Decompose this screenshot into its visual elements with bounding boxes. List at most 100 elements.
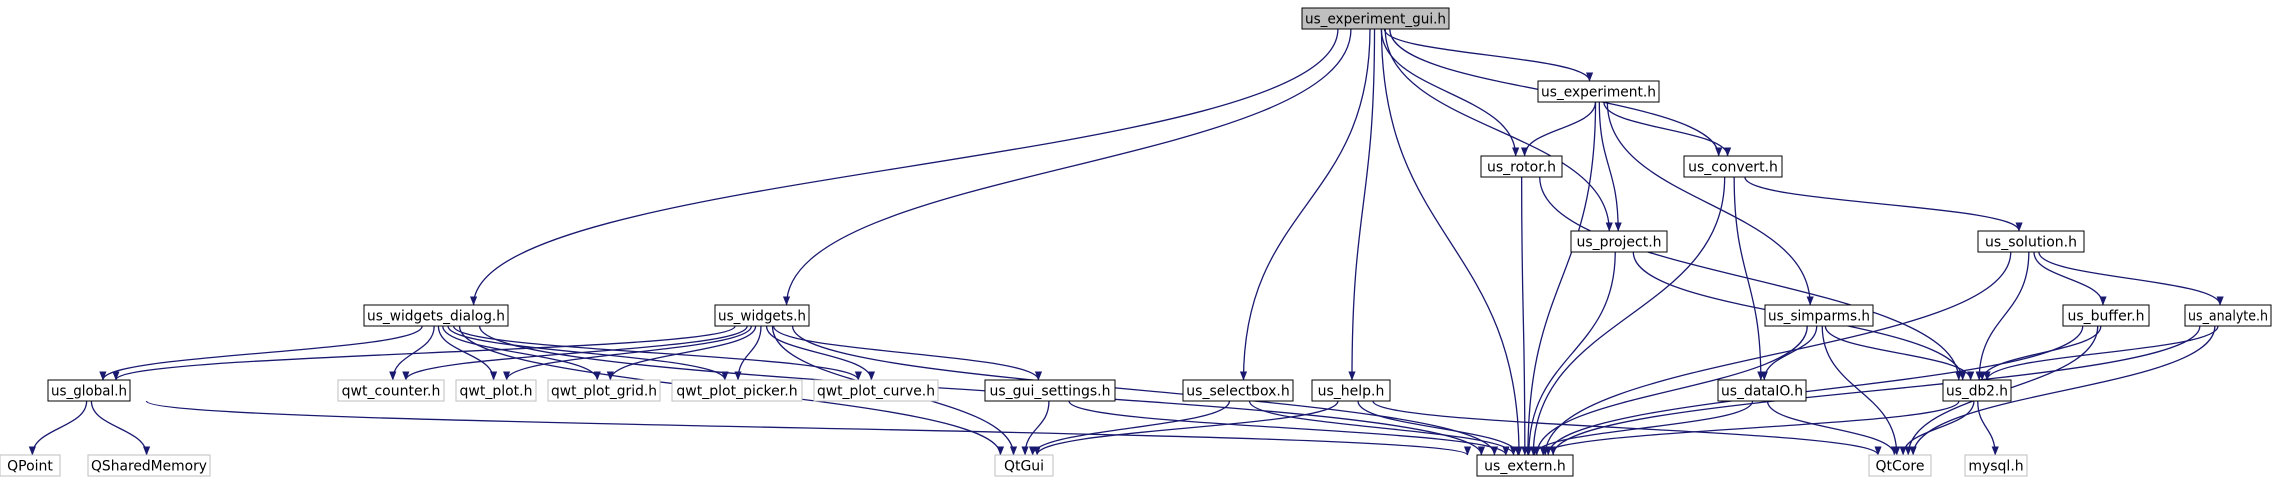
edge-us_widgets_dialog-to-qwt_plot_picker [447,325,729,381]
node-us_db2[interactable]: us_db2.h [1942,379,2012,402]
node-label-us_simparms: us_simparms.h [1768,309,1870,325]
edge-us_dataIO-to-QtCore [1766,400,1899,456]
edge-us_global-to-QPoint [28,400,88,456]
node-us_widgets[interactable]: us_widgets.h [714,304,810,327]
edge-us_rotor-to-us_extern [1520,176,1529,456]
node-box-us_solution [1977,230,2085,253]
edge-us_experiment_gui-to-us_extern [1380,28,1523,456]
node-us_experiment_gui[interactable]: us_experiment_gui.h [1301,7,1450,30]
node-us_extern[interactable]: us_extern.h [1476,454,1574,477]
edge-us_widgets-to-us_gui_settings [772,325,1042,381]
node-box-us_dataIO [1717,379,1807,402]
node-us_convert[interactable]: us_convert.h [1683,155,1783,178]
node-label-us_widgets_dialog: us_widgets_dialog.h [367,309,505,325]
edge-us_widgets-to-us_global [112,325,736,381]
edge-us_global-to-QSharedMemory [90,400,151,456]
node-box-us_simparms [1764,304,1874,327]
edge-us_solution-to-us_buffer [2033,251,2107,306]
node-us_analyte[interactable]: us_analyte.h [2184,304,2272,327]
node-qwt_counter: qwt_counter.h [337,379,445,402]
node-label-us_widgets: us_widgets.h [718,309,806,325]
node-qwt_plot_picker: qwt_plot_picker.h [671,379,803,402]
edge-us_experiment_gui-to-us_help [1348,28,1376,381]
node-box-mysql [1964,454,2028,477]
node-label-us_dataIO: us_dataIO.h [1721,384,1803,400]
edge-us_solution-to-us_db2 [1975,251,2030,381]
node-us_experiment[interactable]: us_experiment.h [1537,80,1660,103]
node-label-qwt_plot: qwt_plot.h [460,384,533,400]
node-us_help[interactable]: us_help.h [1311,379,1391,402]
node-label-QtGui: QtGui [1004,459,1044,475]
edge-us_experiment-to-us_rotor [1521,101,1597,157]
edge-us_experiment_gui-to-us_selectbox [1239,28,1371,381]
node-us_global[interactable]: us_global.h [47,379,131,402]
node-us_selectbox[interactable]: us_selectbox.h [1182,379,1294,402]
node-us_simparms[interactable]: us_simparms.h [1764,304,1874,327]
node-box-us_gui_settings [984,379,1116,402]
node-label-us_solution: us_solution.h [1985,235,2077,251]
node-label-us_rotor: us_rotor.h [1487,160,1556,176]
edge-us_help-to-us_extern [1357,400,1522,456]
node-label-QSharedMemory: QSharedMemory [91,459,207,475]
edge-us_experiment_gui-to-us_widgets_dialog [470,28,1339,306]
node-us_project[interactable]: us_project.h [1570,230,1668,253]
node-us_dataIO[interactable]: us_dataIO.h [1717,379,1807,402]
node-box-us_global [47,379,131,402]
edge-us_widgets-to-qwt_counter [402,325,748,381]
node-us_widgets_dialog[interactable]: us_widgets_dialog.h [363,304,509,327]
edge-us_analyte-to-us_db2 [1983,325,2219,381]
edge-us_simparms-to-us_extern [1533,325,1808,456]
node-box-us_rotor [1480,155,1563,178]
node-label-QtCore: QtCore [1876,459,1925,475]
edge-us_convert-to-us_solution [1744,176,2023,232]
edge-us_buffer-to-us_extern [1544,325,2084,456]
node-qwt_plot: qwt_plot.h [455,379,537,402]
edge-us_dataIO-to-us_extern [1530,400,1754,456]
node-box-QSharedMemory [87,454,211,477]
node-label-us_project: us_project.h [1576,235,1661,251]
edge-us_simparms-to-us_dataIO [1760,325,1818,381]
edge-us_widgets_dialog-to-us_extern [478,325,1485,456]
edge-us_help-to-QtGui [1033,400,1339,456]
node-box-us_db2 [1942,379,2012,402]
node-QtGui: QtGui [994,454,1054,477]
edge-us_selectbox-to-QtGui [1029,400,1231,456]
node-QPoint: QPoint [0,454,61,477]
node-qwt_plot_curve: qwt_plot_curve.h [813,379,939,402]
edge-us_analyte-to-us_extern [1549,325,2201,456]
edge-us_db2-to-QtCore [1899,400,1975,456]
edge-us_widgets_dialog-to-us_global [99,325,423,381]
node-label-us_experiment_gui: us_experiment_gui.h [1305,12,1446,28]
node-label-qwt_plot_picker: qwt_plot_picker.h [676,384,797,400]
edge-us_convert-to-us_extern [1529,176,1726,456]
node-qwt_plot_grid: qwt_plot_grid.h [547,379,661,402]
node-box-us_help [1311,379,1391,402]
edge-us_widgets-to-qwt_plot [503,325,753,381]
edge-us_rotor-to-us_db2 [1539,176,1963,381]
node-label-us_extern: us_extern.h [1484,459,1566,475]
node-QSharedMemory: QSharedMemory [87,454,211,477]
edge-us_solution-to-us_extern [1541,251,2012,456]
node-us_buffer[interactable]: us_buffer.h [2062,304,2150,327]
edge-us_global-to-us_extern [145,400,1471,456]
edge-us_project-to-us_extern [1525,251,1616,456]
edge-us_widgets_dialog-to-qwt_plot [437,325,498,381]
edge-us_experiment-to-us_extern [1524,101,1597,456]
edge-us_experiment-to-us_convert [1603,101,1732,157]
edge-us_widgets-to-qwt_plot_curve [765,325,876,381]
edge-us_db2-to-us_extern [1539,400,1960,456]
node-us_rotor[interactable]: us_rotor.h [1480,155,1563,178]
edge-us_experiment_gui-to-us_widgets [782,28,1352,306]
edge-us_experiment-to-us_simparms [1606,101,1814,306]
edge-us_gui_settings-to-QtGui [1021,400,1050,456]
node-us_gui_settings[interactable]: us_gui_settings.h [984,379,1116,402]
edge-us_widgets-to-qwt_plot_picker [734,325,762,381]
edge-us_simparms-to-QtCore [1821,325,1901,456]
edge-us_widgets_dialog-to-qwt_plot_curve [452,325,862,381]
node-label-us_experiment: us_experiment.h [1541,85,1656,101]
node-label-us_db2: us_db2.h [1946,384,2008,400]
node-label-us_global: us_global.h [51,384,127,400]
node-us_solution[interactable]: us_solution.h [1977,230,2085,253]
node-box-qwt_counter [337,379,445,402]
node-box-qwt_plot [455,379,537,402]
